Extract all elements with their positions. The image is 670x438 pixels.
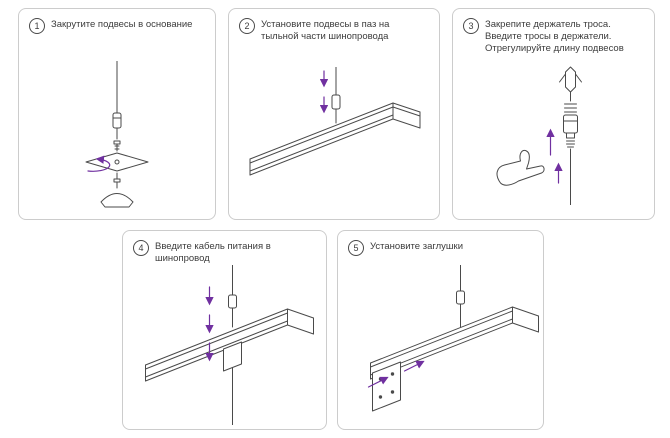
step-panel-3: 3 Закрепите держатель троса. Введите тро… — [452, 8, 655, 220]
step-panel-5: 5 Установите заглушки — [337, 230, 544, 430]
step-header: 2 Установите подвесы в паз на тыльной ча… — [229, 9, 439, 43]
screw-icon — [113, 140, 121, 152]
step-header: 5 Установите заглушки — [338, 231, 543, 256]
step-number-badge: 5 — [348, 240, 364, 256]
rotation-arrow — [87, 155, 111, 172]
step-header: 4 Введите кабель питания в шинопровод — [123, 231, 326, 265]
step-4-illustration — [144, 265, 314, 425]
step-panel-2: 2 Установите подвесы в паз на тыльной ча… — [228, 8, 440, 220]
mounting-plate — [85, 152, 149, 172]
step-caption: Установите заглушки — [370, 241, 464, 252]
feed-connector-box — [222, 341, 242, 372]
step-number-badge: 1 — [29, 18, 45, 34]
suspension-cable-drawing — [455, 265, 465, 328]
cable-gripper-drawing — [558, 66, 582, 205]
step-5-illustration — [367, 265, 539, 412]
step-2-illustration — [249, 67, 421, 176]
step-header: 1 Закрутите подвесы в основание — [19, 9, 215, 34]
install-arrow — [403, 360, 425, 372]
step-number-badge: 2 — [239, 18, 255, 34]
step-1-illustration — [85, 61, 149, 208]
power-cable-drawing — [222, 265, 242, 425]
step-caption: Закрутите подвесы в основание — [51, 19, 193, 30]
suspension-cable-drawing — [331, 67, 341, 124]
holder-cylinder — [562, 114, 578, 134]
install-arrow — [367, 376, 389, 388]
base-drawing — [100, 172, 134, 208]
step-header: 3 Закрепите держатель троса. Введите тро… — [453, 9, 654, 55]
step-caption: Установите подвесы в паз на тыльной част… — [261, 19, 390, 42]
track-profile-drawing — [144, 308, 314, 382]
hanger-cylinder — [227, 294, 237, 309]
step-number-badge: 3 — [463, 18, 479, 34]
step-caption: Закрепите держатель троса. Введите тросы… — [485, 19, 624, 54]
step-caption: Введите кабель питания в шинопровод — [155, 241, 271, 264]
step-number-badge: 4 — [133, 240, 149, 256]
hanger-cylinder — [331, 94, 341, 110]
hand-icon — [496, 150, 544, 186]
hanger-cylinder — [455, 290, 465, 305]
step-panel-1: 1 Закрутите подвесы в основание — [18, 8, 216, 220]
hanger-cylinder — [112, 112, 122, 129]
end-cap-plate — [371, 361, 401, 412]
track-profile-drawing — [249, 102, 421, 176]
step-3-illustration — [496, 66, 582, 205]
suspension-cable-drawing — [112, 61, 122, 140]
step-panel-4: 4 Введите кабель питания в шинопровод — [122, 230, 327, 430]
